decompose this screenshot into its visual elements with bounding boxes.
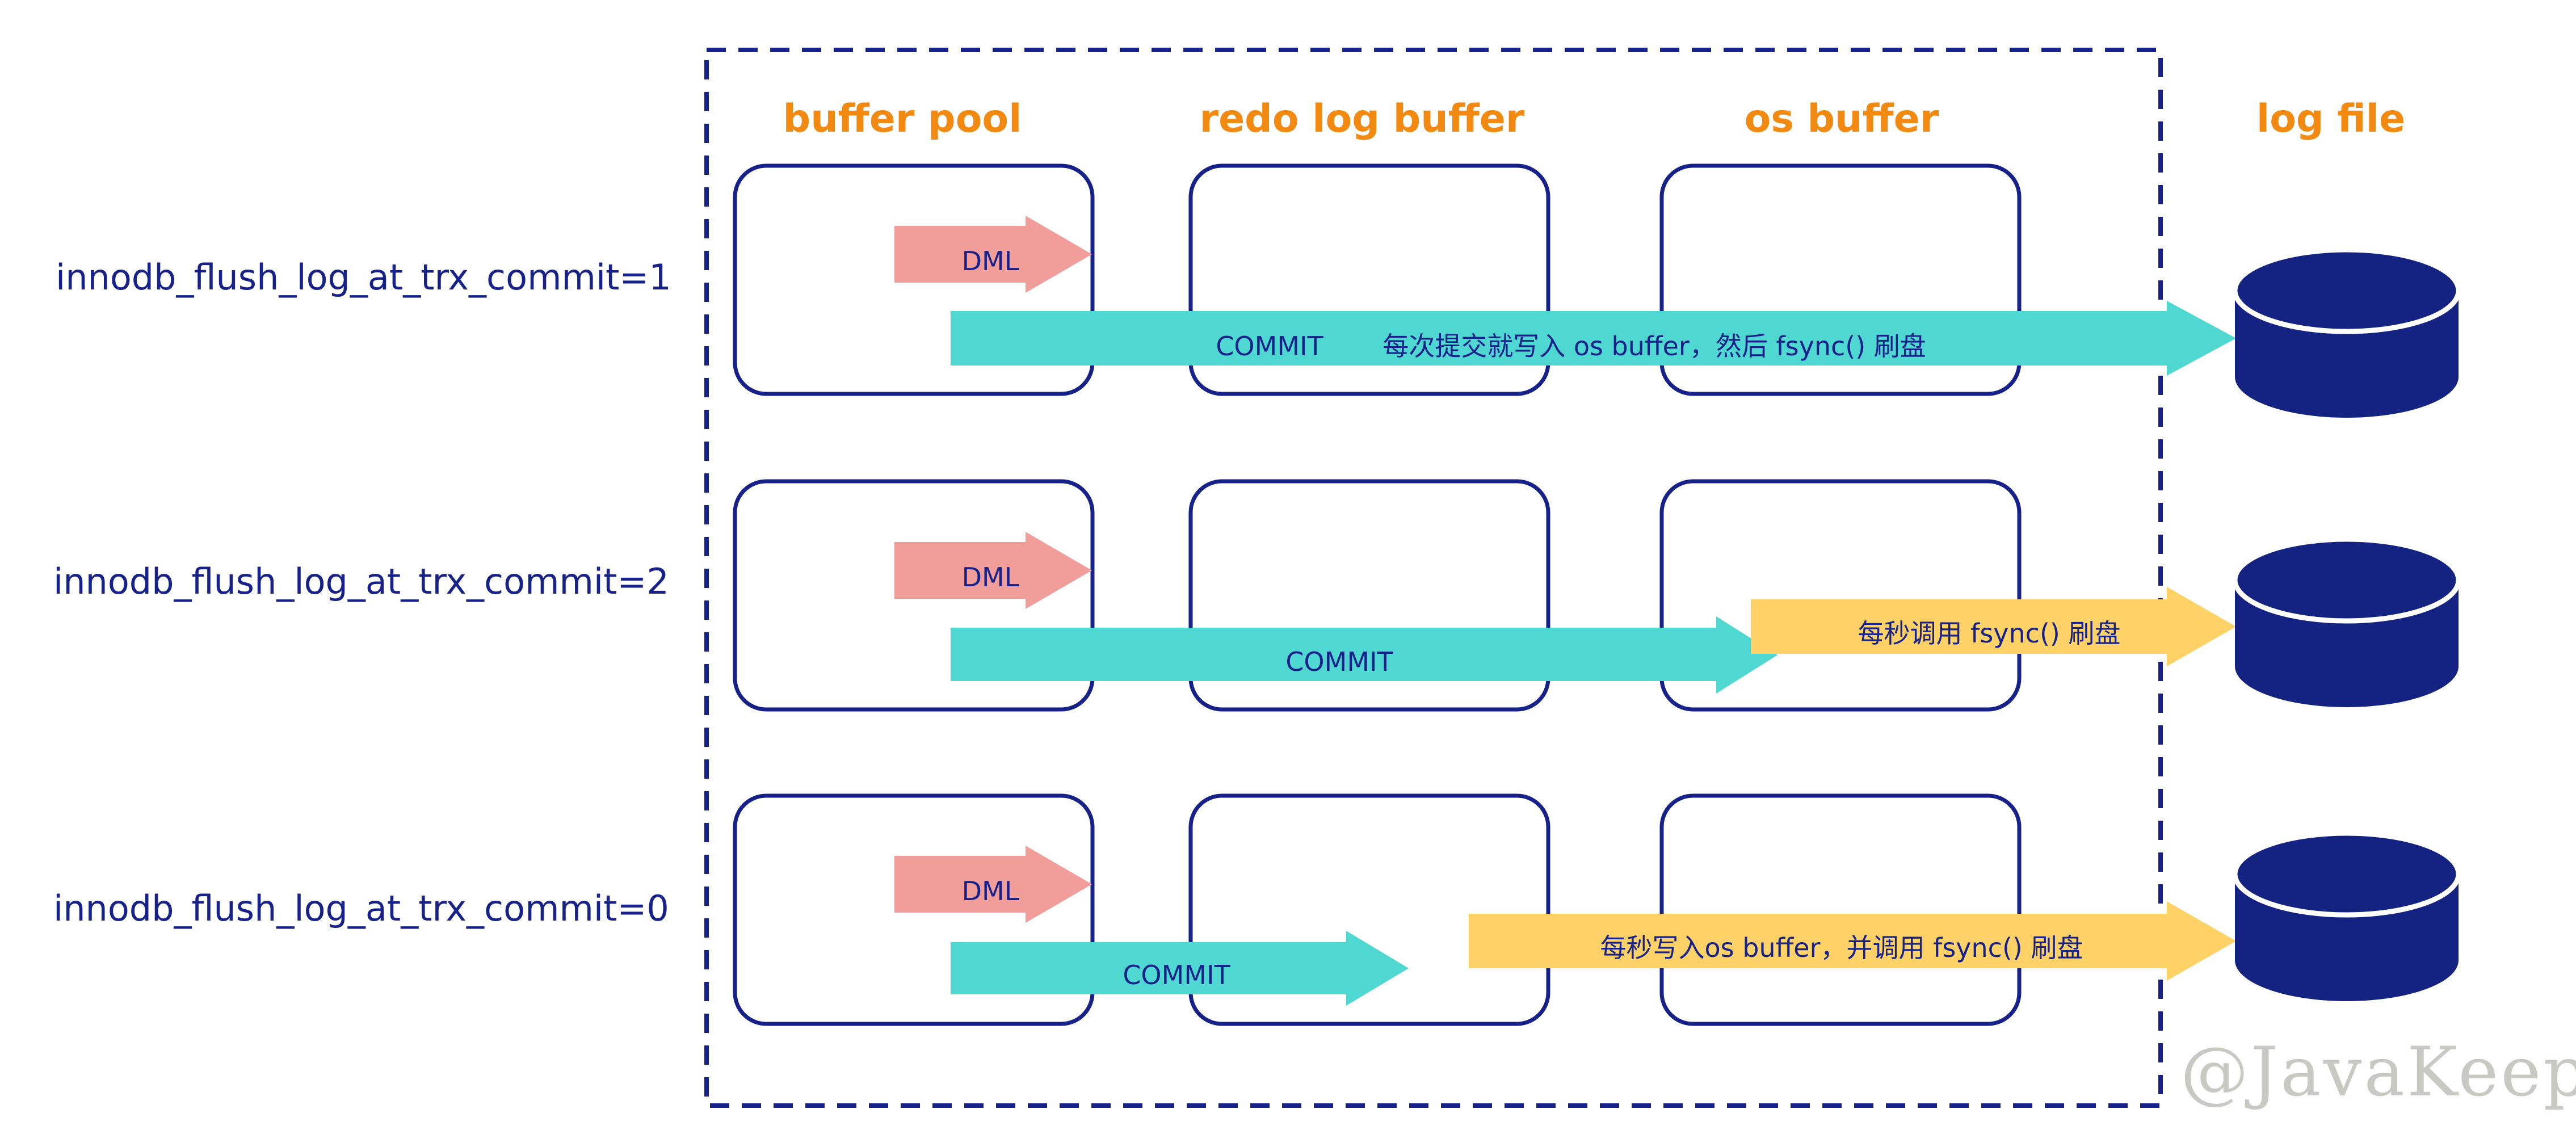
flush-arrow [1469,901,2236,981]
row-label: innodb_flush_log_at_trx_commit=0 [53,888,669,929]
commit-arrow [951,616,1777,694]
log-file-disk-icon [2232,536,2461,707]
dml-label: DML [962,562,1019,593]
commit-arrow [951,931,1409,1006]
commit-label: COMMIT [1123,960,1230,990]
column-title-log-file: log file [2256,96,2405,141]
dml-arrow [894,846,1092,923]
column-title-redo-log-buffer: redo log buffer [1200,96,1525,141]
log-file-disk-icon [2232,247,2461,418]
dml-arrow [894,532,1092,609]
mysql-process-boundary [704,48,2163,1108]
commit-note: 每次提交就写入 os buffer，然后 fsync() 刷盘 [1382,331,1926,362]
commit-arrow [951,301,2236,376]
dml-label: DML [962,876,1019,906]
flush-note: 每秒写入os buffer，并调用 fsync() 刷盘 [1600,932,2083,963]
commit-label: COMMIT [1285,646,1393,677]
row-commit-1: innodb_flush_log_at_trx_commit=1 DML COM… [56,163,2461,418]
log-file-disk-icon [2232,830,2461,1001]
row-commit-0: innodb_flush_log_at_trx_commit=0 DML COM… [53,793,2461,1026]
commit-label: COMMIT [1216,331,1323,362]
watermark: @JavaKeeper [2180,1033,2576,1112]
row-label: innodb_flush_log_at_trx_commit=1 [56,257,671,298]
row-label: innodb_flush_log_at_trx_commit=2 [53,561,669,602]
row-commit-2: innodb_flush_log_at_trx_commit=2 DML COM… [53,479,2461,712]
os-buffer-box [1659,793,2022,1026]
flush-note: 每秒调用 fsync() 刷盘 [1858,618,2121,649]
dml-arrow [894,216,1092,293]
column-title-os-buffer: os buffer [1745,96,1939,141]
column-title-buffer-pool: buffer pool [783,96,1022,141]
flush-arrow [1751,587,2236,666]
dml-label: DML [962,246,1019,276]
